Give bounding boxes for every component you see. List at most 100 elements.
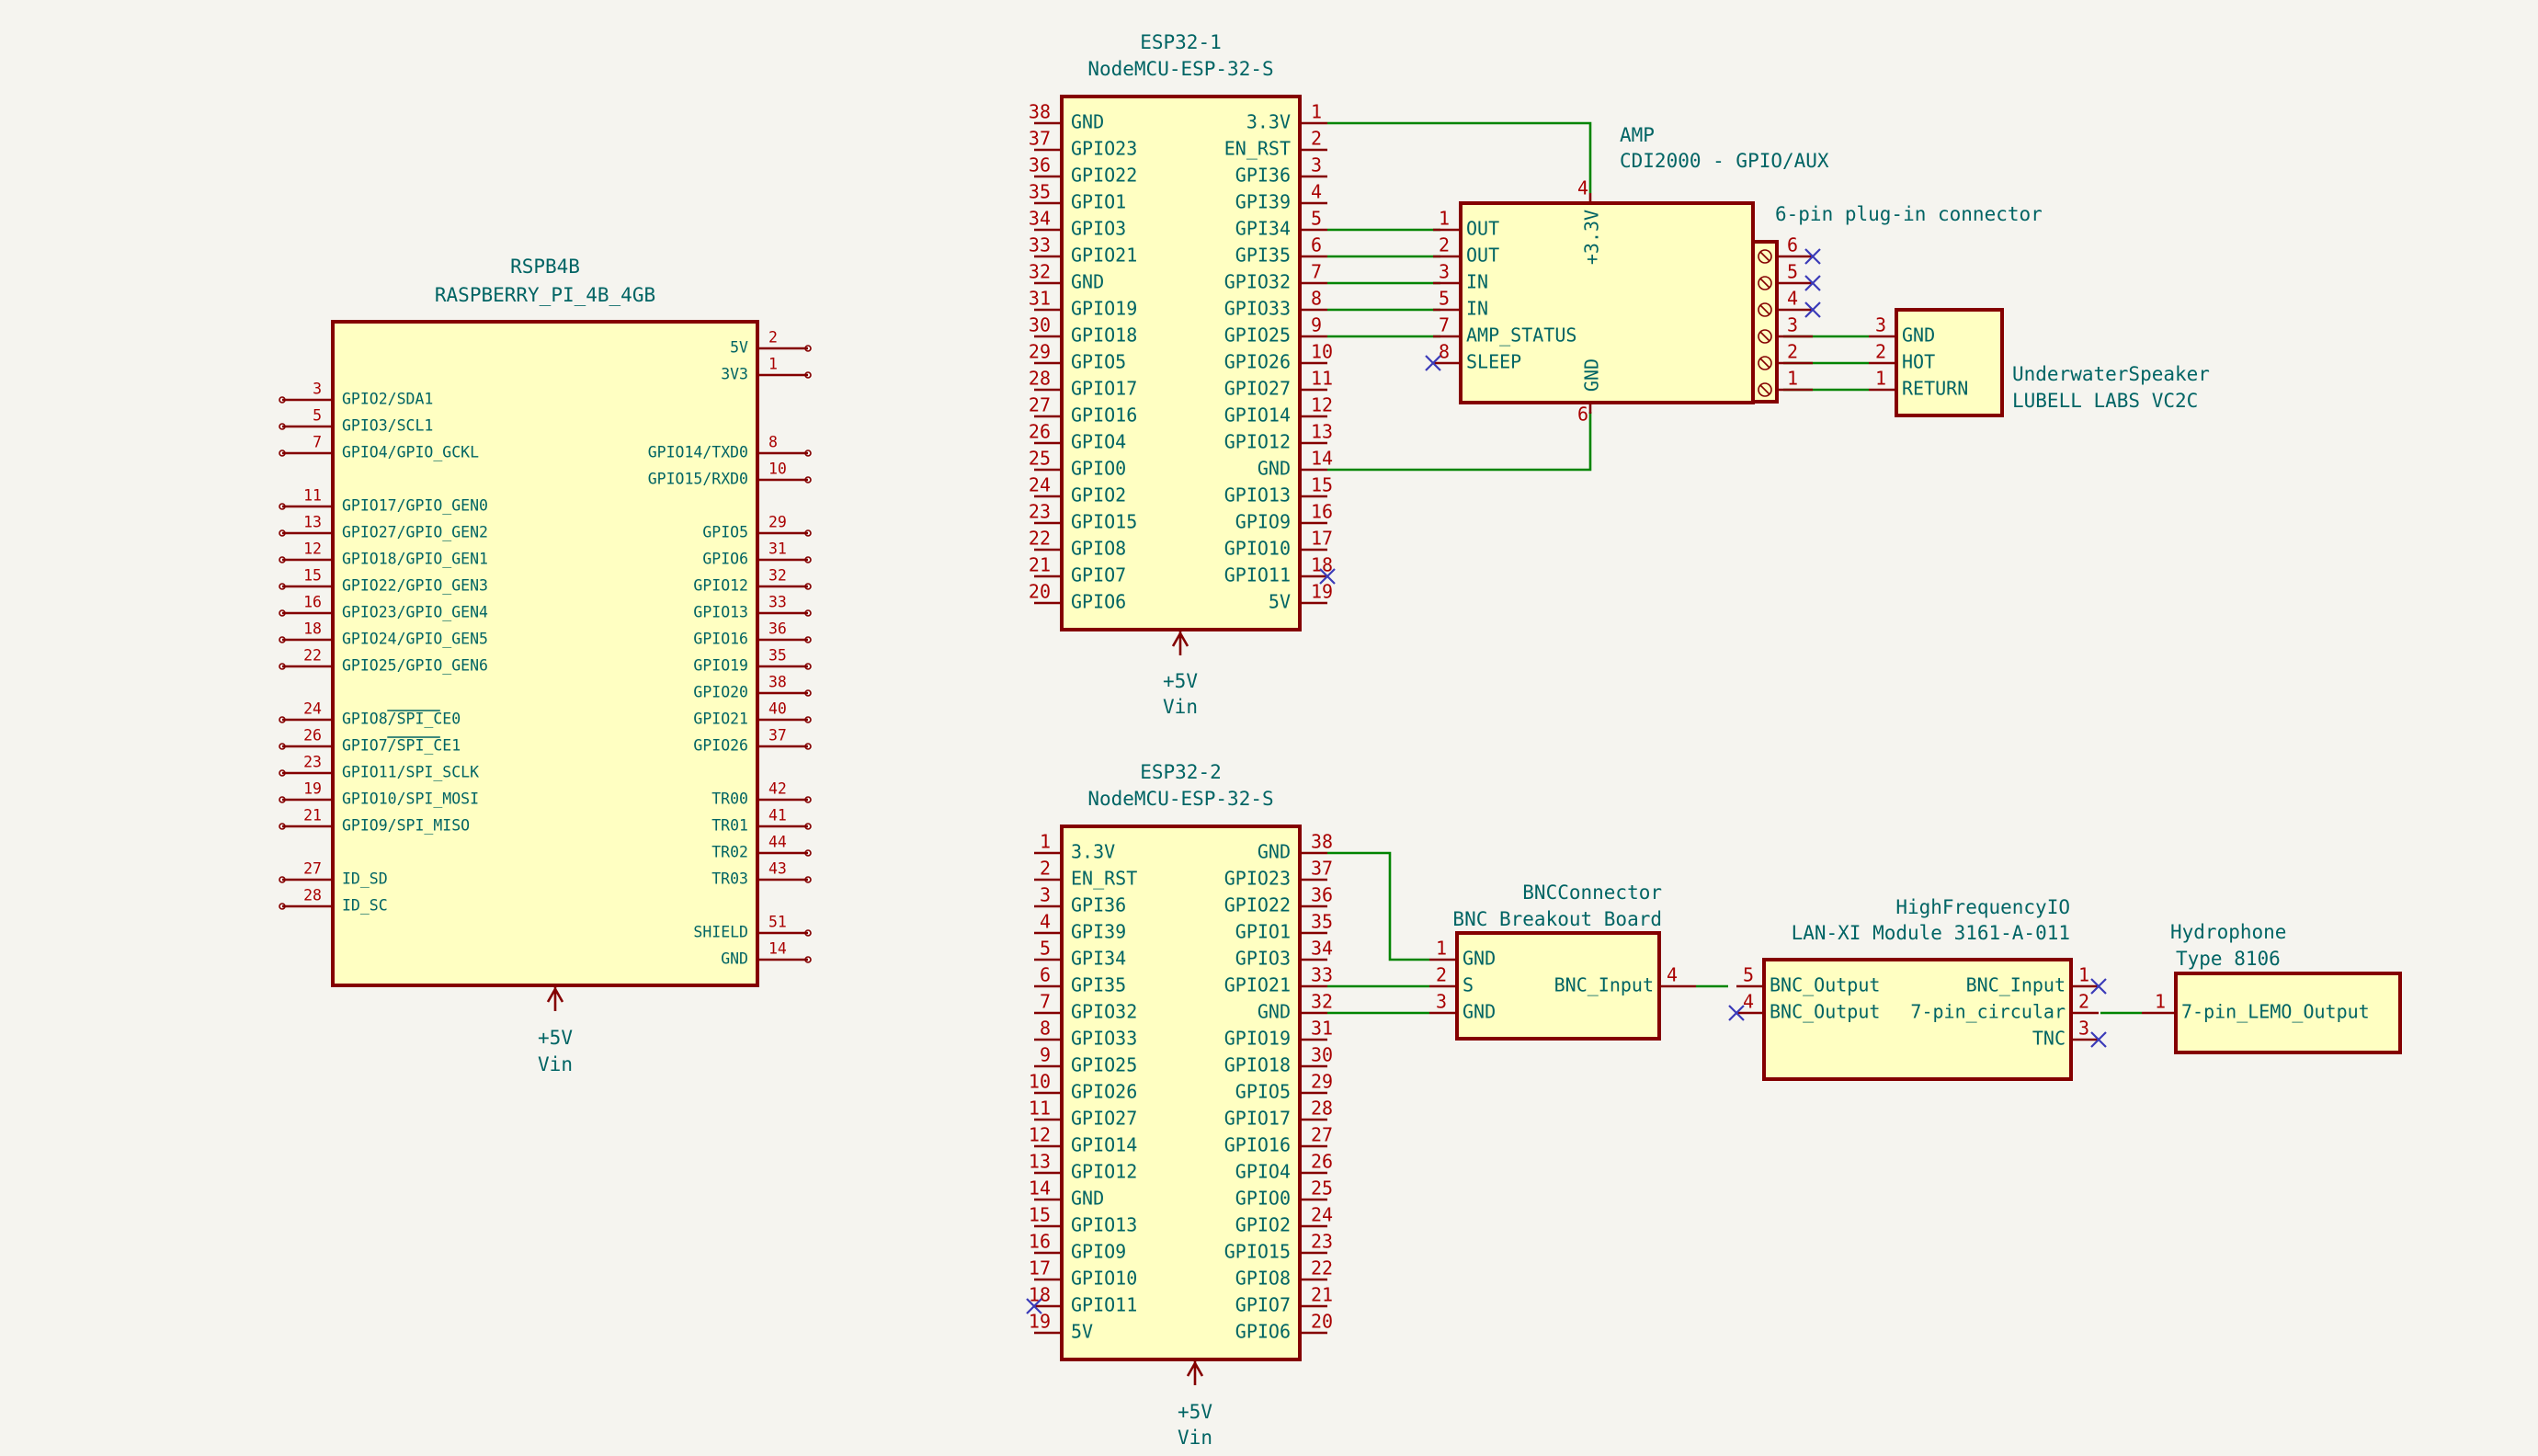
rpi-pin-label: GPIO21 [693,711,748,728]
rpi-value: RASPBERRY_PI_4B_4GB [435,284,655,306]
rpi-pin-label: GPIO8/SPI_CE0 [342,711,461,728]
esp1-pin-label: GPIO22 [1071,165,1137,187]
esp2-pin-label: GPIO25 [1071,1054,1137,1076]
bnc-pin-label: BNC_Input [1554,974,1654,996]
hfio-pin-label: BNC_Input [1966,974,2066,996]
esp2-pin-number: 4 [1040,911,1051,933]
esp2-pin-label: 3.3V [1071,841,1115,863]
hfio-pin-number: 5 [1743,964,1754,986]
esp2-pin-label: GPIO15 [1224,1241,1291,1263]
speaker-pin-number: 1 [1875,368,1886,390]
no-connect-icon [2090,978,2107,995]
rpi-pin-number: 16 [303,594,322,611]
esp1-pin-label: GPIO4 [1071,431,1126,453]
esp1-pin-label: GPIO14 [1224,404,1291,427]
esp1-pin-number: 2 [1311,128,1322,150]
esp2-pin-label: GPIO8 [1235,1268,1291,1290]
esp2-pin-label: GPIO9 [1071,1241,1126,1263]
esp1-pin-label: GPI34 [1235,218,1291,240]
screw-terminal-icon [1758,329,1772,344]
esp1-pin-label: GND [1071,111,1104,133]
esp2-pin-number: 15 [1029,1204,1051,1226]
esp2-pin-label: GPIO22 [1224,894,1291,916]
rpi-pin-number: 7 [313,434,322,451]
esp1-pin-number: 15 [1311,474,1333,496]
esp1-pin-number: 10 [1311,341,1333,363]
esp2-pin-label: GPI39 [1071,921,1126,943]
hydrophone-body[interactable] [2174,972,2402,1054]
pin-end [804,636,812,643]
rpi-pin-number: 1 [768,356,778,373]
pin-end [279,503,286,510]
esp1-pin-label: GPIO19 [1071,298,1137,320]
esp2-pin-label: GPIO3 [1235,948,1291,970]
component-rpi[interactable]: RSPB4BRASPBERRY_PI_4B_4GB3GPIO2/SDA15GPI… [279,256,812,1075]
pin-end [279,583,286,590]
rpi-pin-label: TR01 [711,817,748,835]
amp-pin-number: 2 [1439,234,1450,256]
esp1-pin-number: 23 [1029,501,1051,523]
no-connect-icon [1728,1005,1745,1021]
wire-esp1-gnd-to-amp[interactable] [1327,412,1592,472]
pin-end [279,823,286,830]
wire-esp2-gnd-to-bnc[interactable] [1327,851,1429,961]
esp2-body[interactable] [1060,825,1302,1361]
speaker-pin-label: GND [1902,324,1935,347]
esp1-pin-number: 25 [1029,448,1051,470]
rpi-pin-number: 11 [303,487,322,505]
esp2-value: NodeMCU-ESP-32-S [1087,788,1273,810]
wire-esp1-3v3-to-amp[interactable] [1327,121,1592,193]
rpi-pin-label: GND [721,950,748,968]
esp1-pin-number: 35 [1029,181,1051,203]
rpi-pin-label: ID_SC [342,897,388,915]
pin-end [279,663,286,670]
esp2-pin-label: EN_RST [1071,868,1137,890]
esp1-pin-label: EN_RST [1224,138,1291,160]
rpi-pin-number: 15 [303,567,322,585]
pin-end [804,583,812,590]
power-arrow-icon [546,985,564,1011]
esp1-pin-number: 26 [1029,421,1051,443]
esp1-pin-label: GPIO18 [1071,324,1137,347]
esp1-pin-number: 37 [1029,128,1051,150]
rpi-pin-label: GPIO11/SPI_SCLK [342,764,479,781]
rpi-power-label: +5V [538,1027,573,1049]
esp2-pin-number: 8 [1040,1018,1051,1040]
rpi-pin-label: GPIO16 [693,631,748,648]
esp1-pin-label: GPIO26 [1224,351,1291,373]
amp-pin-number: 6 [1577,404,1588,426]
esp1-pin-label: GND [1258,458,1291,480]
hfio-pin-label: 7-pin_circular [1910,1001,2066,1023]
esp1-pin-label: GPIO16 [1071,404,1137,427]
esp1-pin-number: 14 [1311,448,1333,470]
no-connect-icon [1804,275,1821,291]
esp2-pin-number: 16 [1029,1231,1051,1253]
esp2-pin-number: 13 [1029,1151,1051,1173]
rpi-pin-number: 32 [768,567,787,585]
esp1-pin-number: 8 [1311,288,1322,310]
esp1-reference: ESP32-1 [1140,31,1222,53]
esp1-pin-label: GPIO10 [1224,538,1291,560]
hfio-body[interactable] [1762,958,2073,1081]
esp2-pin-number: 7 [1040,991,1051,1013]
speaker-body[interactable] [1895,308,2004,417]
esp1-pin-label: 3.3V [1246,111,1291,133]
screw-terminal-icon [1758,276,1772,290]
rpi-pin-number: 27 [303,860,322,878]
rpi-body[interactable] [331,320,759,987]
esp1-pin-label: GPIO2 [1071,484,1126,506]
esp2-pin-number: 2 [1040,858,1051,880]
hfio-reference: HighFrequencyIO [1895,896,2070,918]
esp2-pin-label: GND [1258,841,1291,863]
esp2-pin-label: 5V [1071,1321,1093,1343]
no-connect-icon [1319,568,1336,585]
esp2-pin-label: GPIO26 [1071,1081,1137,1103]
